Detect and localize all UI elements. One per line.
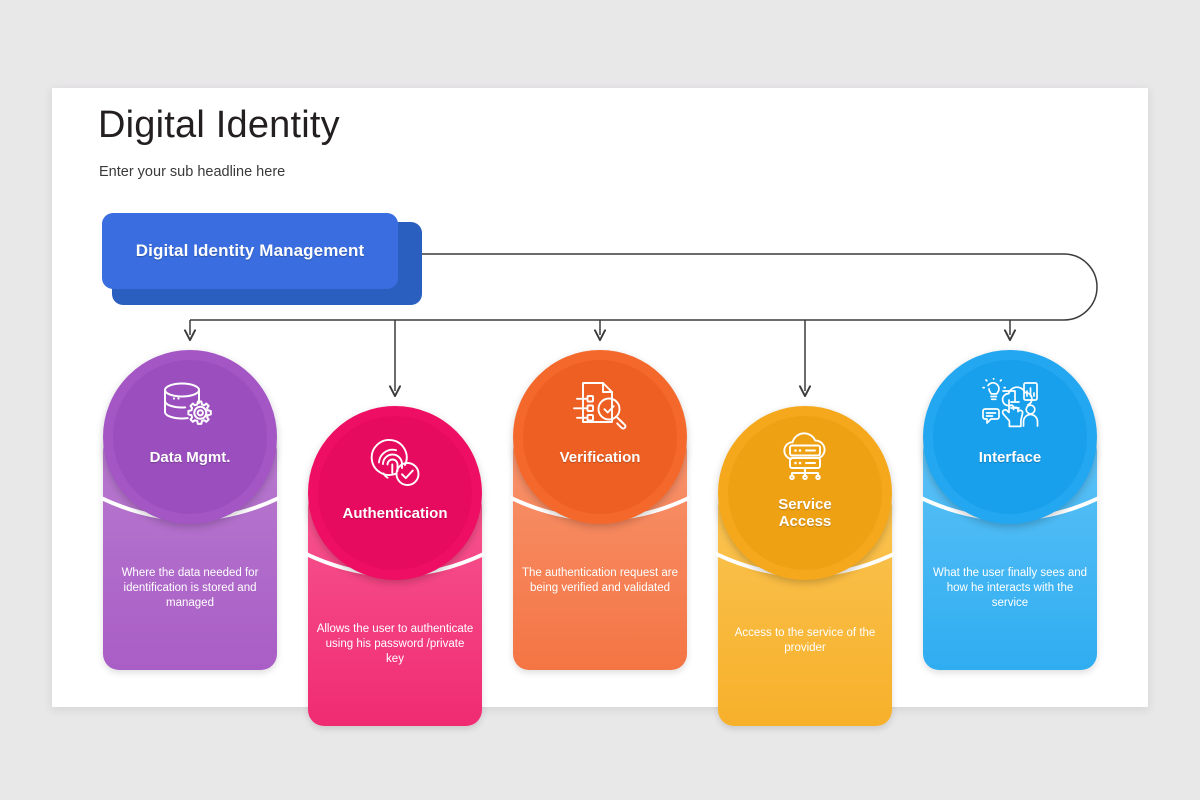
page-title: Digital Identity [98,104,340,146]
fingerprint-check-icon [365,436,425,495]
card-description: Where the data needed for identification… [121,567,259,609]
page-subtitle: Enter your sub headline here [99,164,286,180]
circle-inner-disc [728,416,882,570]
root-node-label: Digital Identity Management [135,241,365,260]
card-description: Allows the user to authenticate using hi… [316,623,474,665]
cloud-server-icon [776,432,834,485]
root-node[interactable]: Digital Identity Management [102,213,422,305]
root-node-box[interactable]: Digital Identity Management [102,213,398,289]
slide-canvas: Digital Identity Enter your sub headline… [52,88,1148,726]
circle-inner-disc [933,360,1087,514]
circle-title: Service Access [718,496,892,530]
card-circle[interactable]: Verification [513,350,687,524]
circle-inner-disc [113,360,267,514]
card-circle[interactable]: Service Access [718,406,892,580]
card-description: Access to the service of the provider [734,627,876,654]
card-circle[interactable]: Authentication [308,406,482,580]
circle-title: Data Mgmt. [149,449,231,466]
circle-inner-disc [523,360,677,514]
card-description: The authentication request are being ver… [522,567,678,594]
database-gear-icon [159,380,221,439]
document-search-check-icon [571,380,629,439]
user-interaction-icon [979,377,1041,433]
card-circle[interactable]: Data Mgmt. [103,350,277,524]
circle-title-line2: Access [778,513,832,530]
circle-title-line1: Service [778,496,832,513]
circle-title: Verification [559,449,641,466]
circle-title: Interface [978,449,1042,466]
card-description: What the user finally sees and how he in… [932,567,1088,609]
card-circle[interactable]: Interface [923,350,1097,524]
circle-title: Authentication [342,505,448,522]
